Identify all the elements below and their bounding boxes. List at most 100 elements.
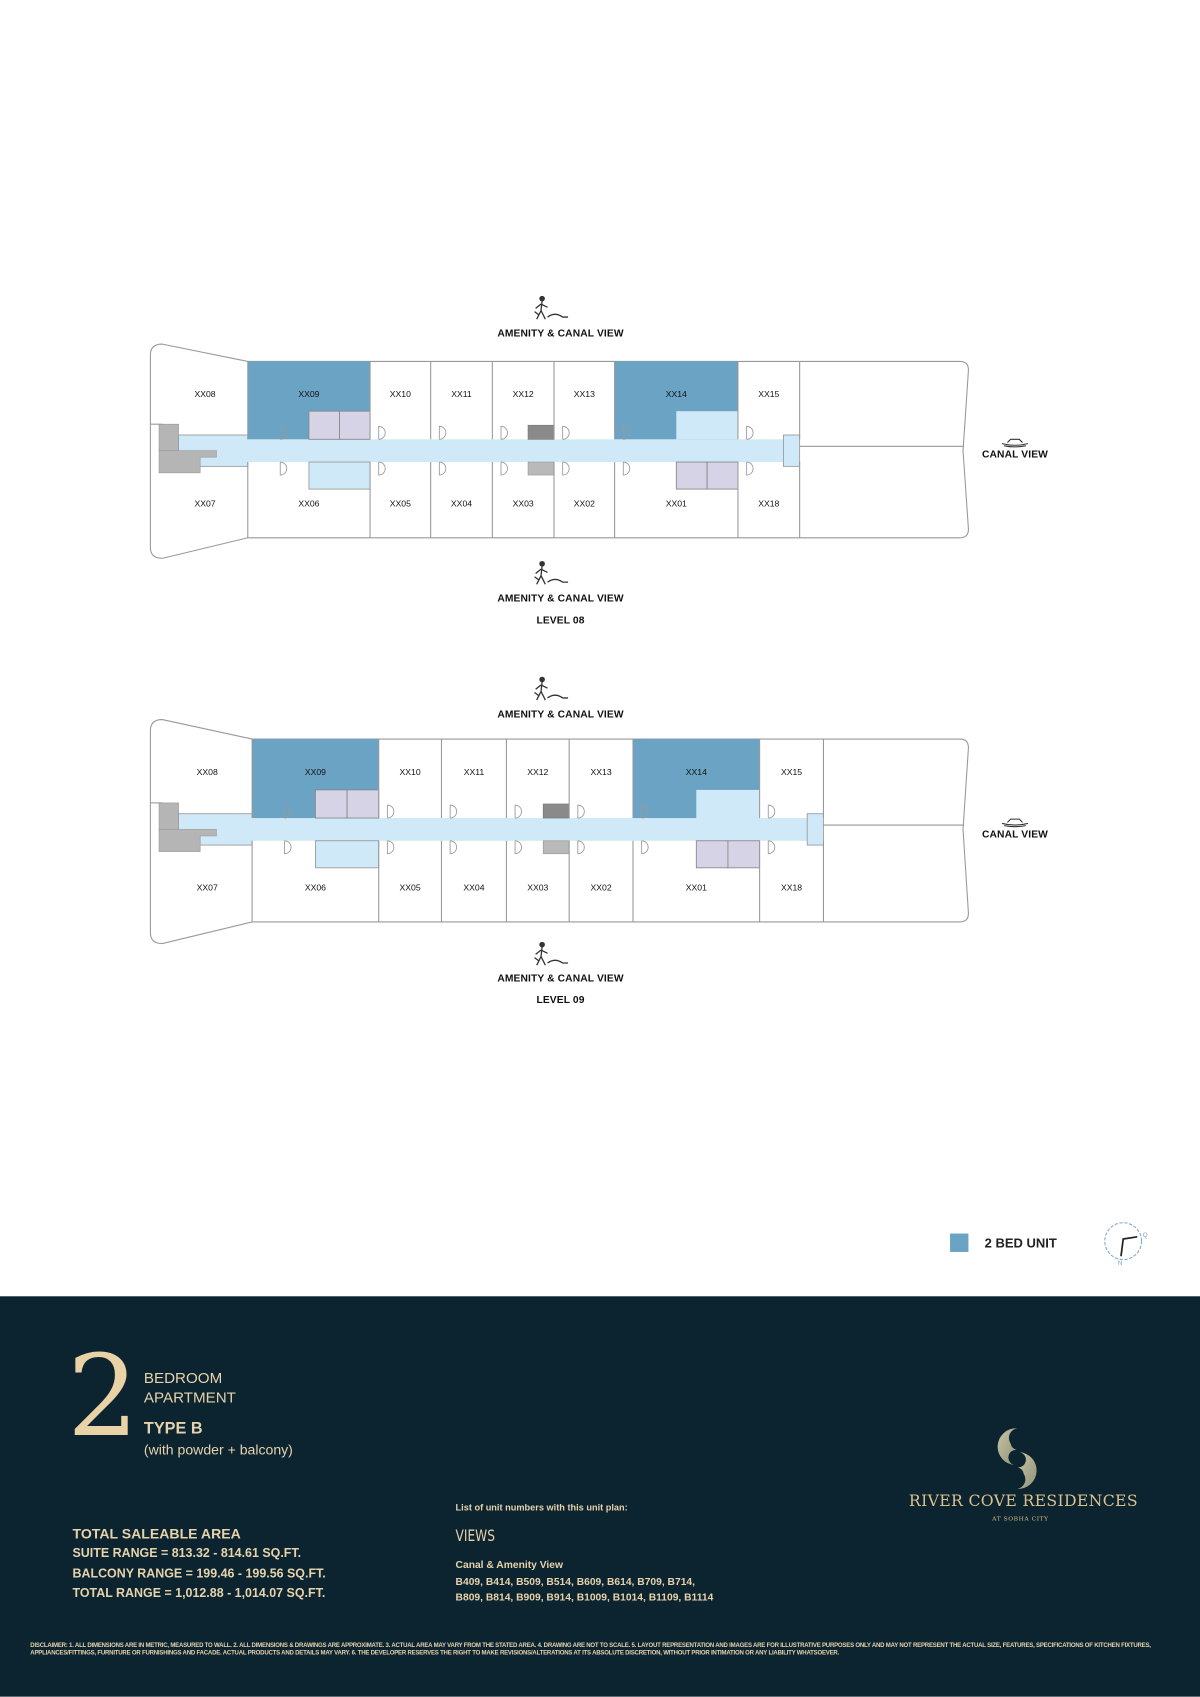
unit-list-title: List of unit numbers with this unit plan… [455, 1501, 628, 1513]
figure-dog [547, 694, 569, 699]
unit-label-XX08: XX08 [194, 389, 215, 399]
figure-dog [547, 959, 569, 964]
door [500, 461, 508, 476]
top-view-label: AMENITY & CANAL VIEW [497, 708, 624, 721]
unit-label-XX12: XX12 [527, 767, 548, 777]
unit-label-XX11: XX11 [464, 767, 485, 777]
unit-label-XX04: XX04 [451, 498, 472, 508]
unit-numbers-line-2: B809, B814, B909, B914, B1009, B1014, B1… [455, 1591, 714, 1604]
svg-text:Q: Q [1143, 1232, 1148, 1239]
brand-name: RIVER COVE RESIDENCES [908, 1493, 1138, 1511]
unit-label-XX07: XX07 [197, 883, 218, 893]
unit-label-XX07: XX07 [194, 498, 215, 508]
river-cove-logo [997, 1428, 1037, 1489]
door [641, 804, 649, 819]
wardrobe-box [314, 789, 348, 819]
door [514, 804, 522, 819]
door [279, 425, 288, 440]
views-title: VIEWS [455, 1525, 495, 1546]
door [279, 461, 288, 476]
apartment-text: APARTMENT [143, 1388, 236, 1406]
figure-body [534, 565, 548, 585]
unit-label-XX03: XX03 [527, 883, 548, 893]
wardrobe-box [675, 461, 708, 490]
door [284, 840, 292, 855]
door [438, 461, 447, 476]
door [746, 461, 754, 476]
brand-subtitle: AT SOBHA CITY [992, 1515, 1049, 1523]
amenity-figure-icon [534, 676, 569, 701]
side-view-label: CANAL VIEW [981, 828, 1048, 841]
figure-head [539, 941, 545, 948]
door [438, 425, 447, 440]
door [500, 425, 508, 440]
unit-label-XX13: XX13 [591, 767, 612, 777]
unit-label-XX01: XX01 [686, 883, 707, 893]
amenity-figure-icon [534, 941, 569, 966]
unit-label-XX14: XX14 [686, 767, 707, 777]
lobby-recess [314, 840, 380, 869]
stair-core [158, 423, 179, 452]
door [284, 804, 292, 819]
bedroom-text: BEDROOM [143, 1368, 223, 1387]
door [767, 840, 776, 855]
unit-label-XX09: XX09 [298, 389, 319, 399]
unit-label-XX01: XX01 [666, 498, 687, 508]
service-shaft [542, 840, 570, 855]
door [386, 804, 395, 819]
figure-head [539, 676, 545, 683]
unit-label-XX08: XX08 [197, 767, 218, 777]
figure-dog [547, 313, 569, 318]
wardrobe-box [339, 410, 371, 440]
unit-label-XX15: XX15 [781, 767, 802, 777]
door [378, 425, 386, 440]
total-range: TOTAL RANGE = 1,012.88 - 1,014.07 SQ.FT. [72, 1587, 326, 1601]
door [562, 461, 570, 476]
unit-label-XX10: XX10 [400, 767, 421, 777]
boat-shape [1001, 438, 1029, 448]
legend-label: 2 BED UNIT [984, 1235, 1057, 1251]
unit-label-XX05: XX05 [400, 883, 421, 893]
unit-numbers-line-1: B409, B414, B509, B514, B609, B614, B709… [455, 1576, 695, 1589]
unit-label-XX06: XX06 [305, 883, 326, 893]
unit-subtype: (with powder + balcony) [143, 1441, 293, 1458]
unit-type: TYPE B [143, 1419, 203, 1439]
level-label: LEVEL 08 [536, 614, 585, 627]
unit-label-XX02: XX02 [574, 498, 595, 508]
wardrobe-box [695, 840, 729, 869]
corridor-end [782, 434, 801, 467]
figure-head [539, 560, 545, 567]
unit-label-XX18: XX18 [781, 883, 802, 893]
wardrobe-box [346, 789, 380, 819]
wardrobe-box [727, 840, 761, 869]
door [562, 425, 570, 440]
balcony-range: BALCONY RANGE = 199.46 - 199.56 SQ.FT. [72, 1567, 326, 1581]
figure-head [539, 295, 545, 302]
unit-label-XX04: XX04 [463, 883, 484, 893]
stair-core [158, 802, 179, 830]
lobby-recess [696, 789, 760, 819]
figure-body [534, 300, 548, 320]
service-shaft [542, 803, 570, 819]
door [767, 804, 776, 819]
unit-label-XX18: XX18 [758, 498, 779, 508]
lift-core [158, 829, 217, 852]
canal-boat-icon [1001, 818, 1029, 828]
canal-boat-icon [1001, 438, 1029, 448]
suite-range: SUITE RANGE = 813.32 - 814.61 SQ.FT. [72, 1547, 302, 1561]
figure-body [534, 681, 548, 701]
amenity-figure-icon [534, 560, 569, 585]
amenity-figure-icon [534, 295, 569, 320]
floor-plan-level-8 [149, 343, 969, 559]
unit-label-XX15: XX15 [758, 389, 779, 399]
boat-shape [1001, 818, 1029, 828]
unit-label-XX06: XX06 [298, 498, 319, 508]
svg-text:N: N [1118, 1260, 1123, 1267]
lobby-recess [676, 411, 738, 440]
unit-label-XX05: XX05 [390, 498, 411, 508]
wardrobe-box [706, 461, 739, 490]
unit-label-XX09: XX09 [305, 767, 326, 777]
top-view-label: AMENITY & CANAL VIEW [497, 327, 624, 340]
